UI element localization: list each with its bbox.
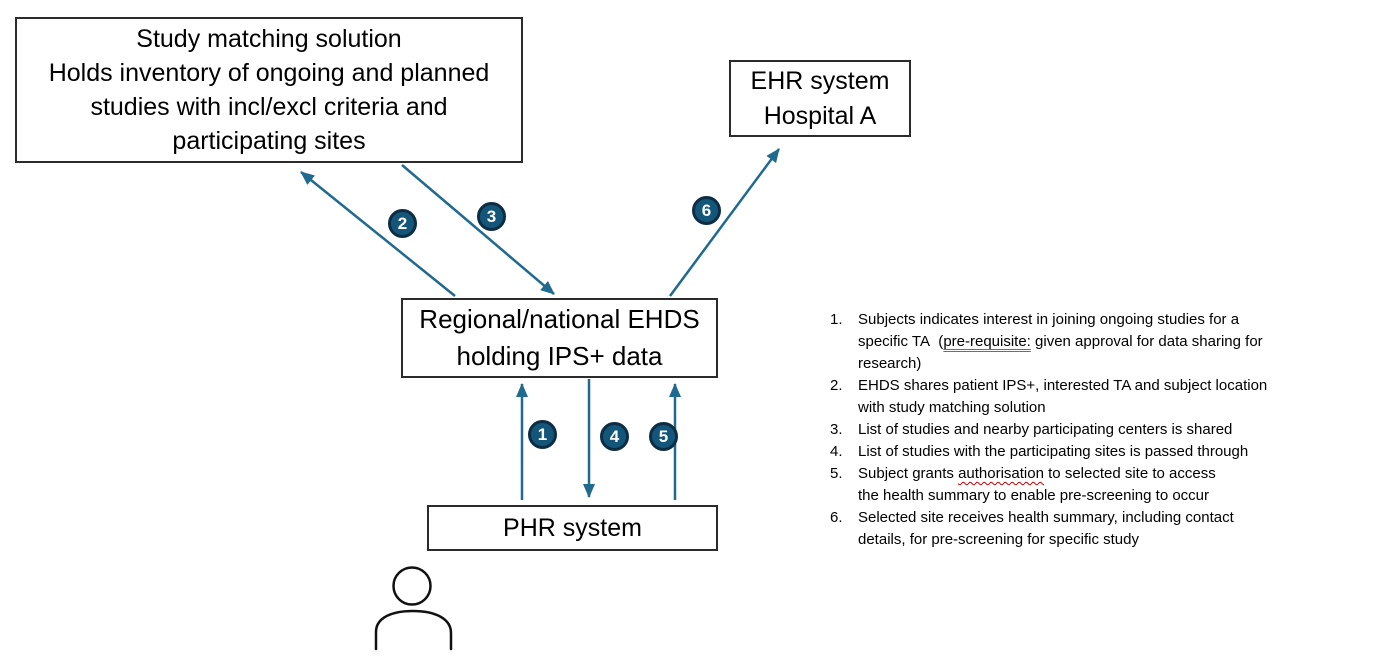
flow-badge-4: 4 — [600, 422, 629, 451]
step-text: List of studies with the participating s… — [858, 443, 1249, 460]
flow-badge-1: 1 — [528, 420, 557, 449]
step-text: Selected site receives health summary, i… — [858, 509, 1234, 526]
study-matching-line: participating sites — [172, 127, 366, 155]
step-number: 4. — [830, 443, 843, 460]
step-text: details, for pre-screening for specific … — [858, 531, 1139, 548]
step-number: 2. — [830, 377, 843, 394]
step-text: with study matching solution — [858, 399, 1046, 416]
flow-badge-6: 6 — [692, 196, 721, 225]
study-matching-line: studies with incl/excl criteria and — [90, 93, 448, 121]
step-item-5: 5. Subject grants authorisation to selec… — [830, 463, 1375, 507]
ehds-box: Regional/national EHDS holding IPS+ data — [401, 298, 718, 378]
step-text: research) — [858, 355, 922, 372]
spellcheck-underlined-text: authorisation — [958, 465, 1044, 482]
step-text: given approval for data sharing for — [1030, 333, 1263, 350]
step-text: to selected site to access — [1043, 465, 1216, 482]
study-matching-line: Study matching solution — [136, 25, 402, 53]
step-number: 1. — [830, 311, 843, 328]
arrow-step-3-study-matching-to-ehds — [401, 164, 555, 295]
study-matching-box: Study matching solution Holds inventory … — [15, 17, 523, 163]
step-item-3: 3. List of studies and nearby participat… — [830, 419, 1375, 441]
step-list: 1. Subjects indicates interest in joinin… — [830, 309, 1375, 551]
phr-system-line: PHR system — [503, 514, 642, 542]
ehr-system-line: Hospital A — [763, 101, 877, 130]
arrow-step-6-ehds-to-ehr — [668, 148, 781, 297]
step-text: List of studies and nearby participating… — [858, 421, 1233, 438]
step-text: Subject grants — [858, 465, 959, 482]
pre-requisite-underlined-text: pre-requisite: — [943, 333, 1031, 350]
flow-badge-5: 5 — [649, 422, 678, 451]
flow-badge-3: 3 — [477, 202, 506, 231]
step-number: 5. — [830, 465, 843, 482]
step-number: 6. — [830, 509, 843, 526]
step-text: EHDS shares patient IPS+, interested TA … — [858, 377, 1268, 394]
step-text: specific TA ( — [858, 333, 944, 350]
ehds-line: holding IPS+ data — [456, 341, 663, 371]
ehds-line: Regional/national EHDS — [419, 304, 700, 334]
ehr-system-line: EHR system — [750, 66, 890, 95]
step-text: Subjects indicates interest in joining o… — [858, 311, 1240, 328]
study-matching-line: Holds inventory of ongoing and planned — [48, 59, 490, 87]
phr-system-box: PHR system — [427, 505, 718, 551]
step-item-6: 6. Selected site receives health summary… — [830, 507, 1375, 551]
flow-badge-2: 2 — [388, 209, 417, 238]
step-item-2: 2. EHDS shares patient IPS+, interested … — [830, 375, 1375, 419]
person-icon — [374, 566, 453, 651]
step-item-4: 4. List of studies with the participatin… — [830, 441, 1375, 463]
ehr-system-box: EHR system Hospital A — [729, 60, 911, 137]
step-text: the health summary to enable pre-screeni… — [858, 487, 1210, 504]
step-number: 3. — [830, 421, 843, 438]
arrow-step-2-ehds-to-study-matching — [300, 171, 456, 297]
step-item-1: 1. Subjects indicates interest in joinin… — [830, 309, 1375, 375]
